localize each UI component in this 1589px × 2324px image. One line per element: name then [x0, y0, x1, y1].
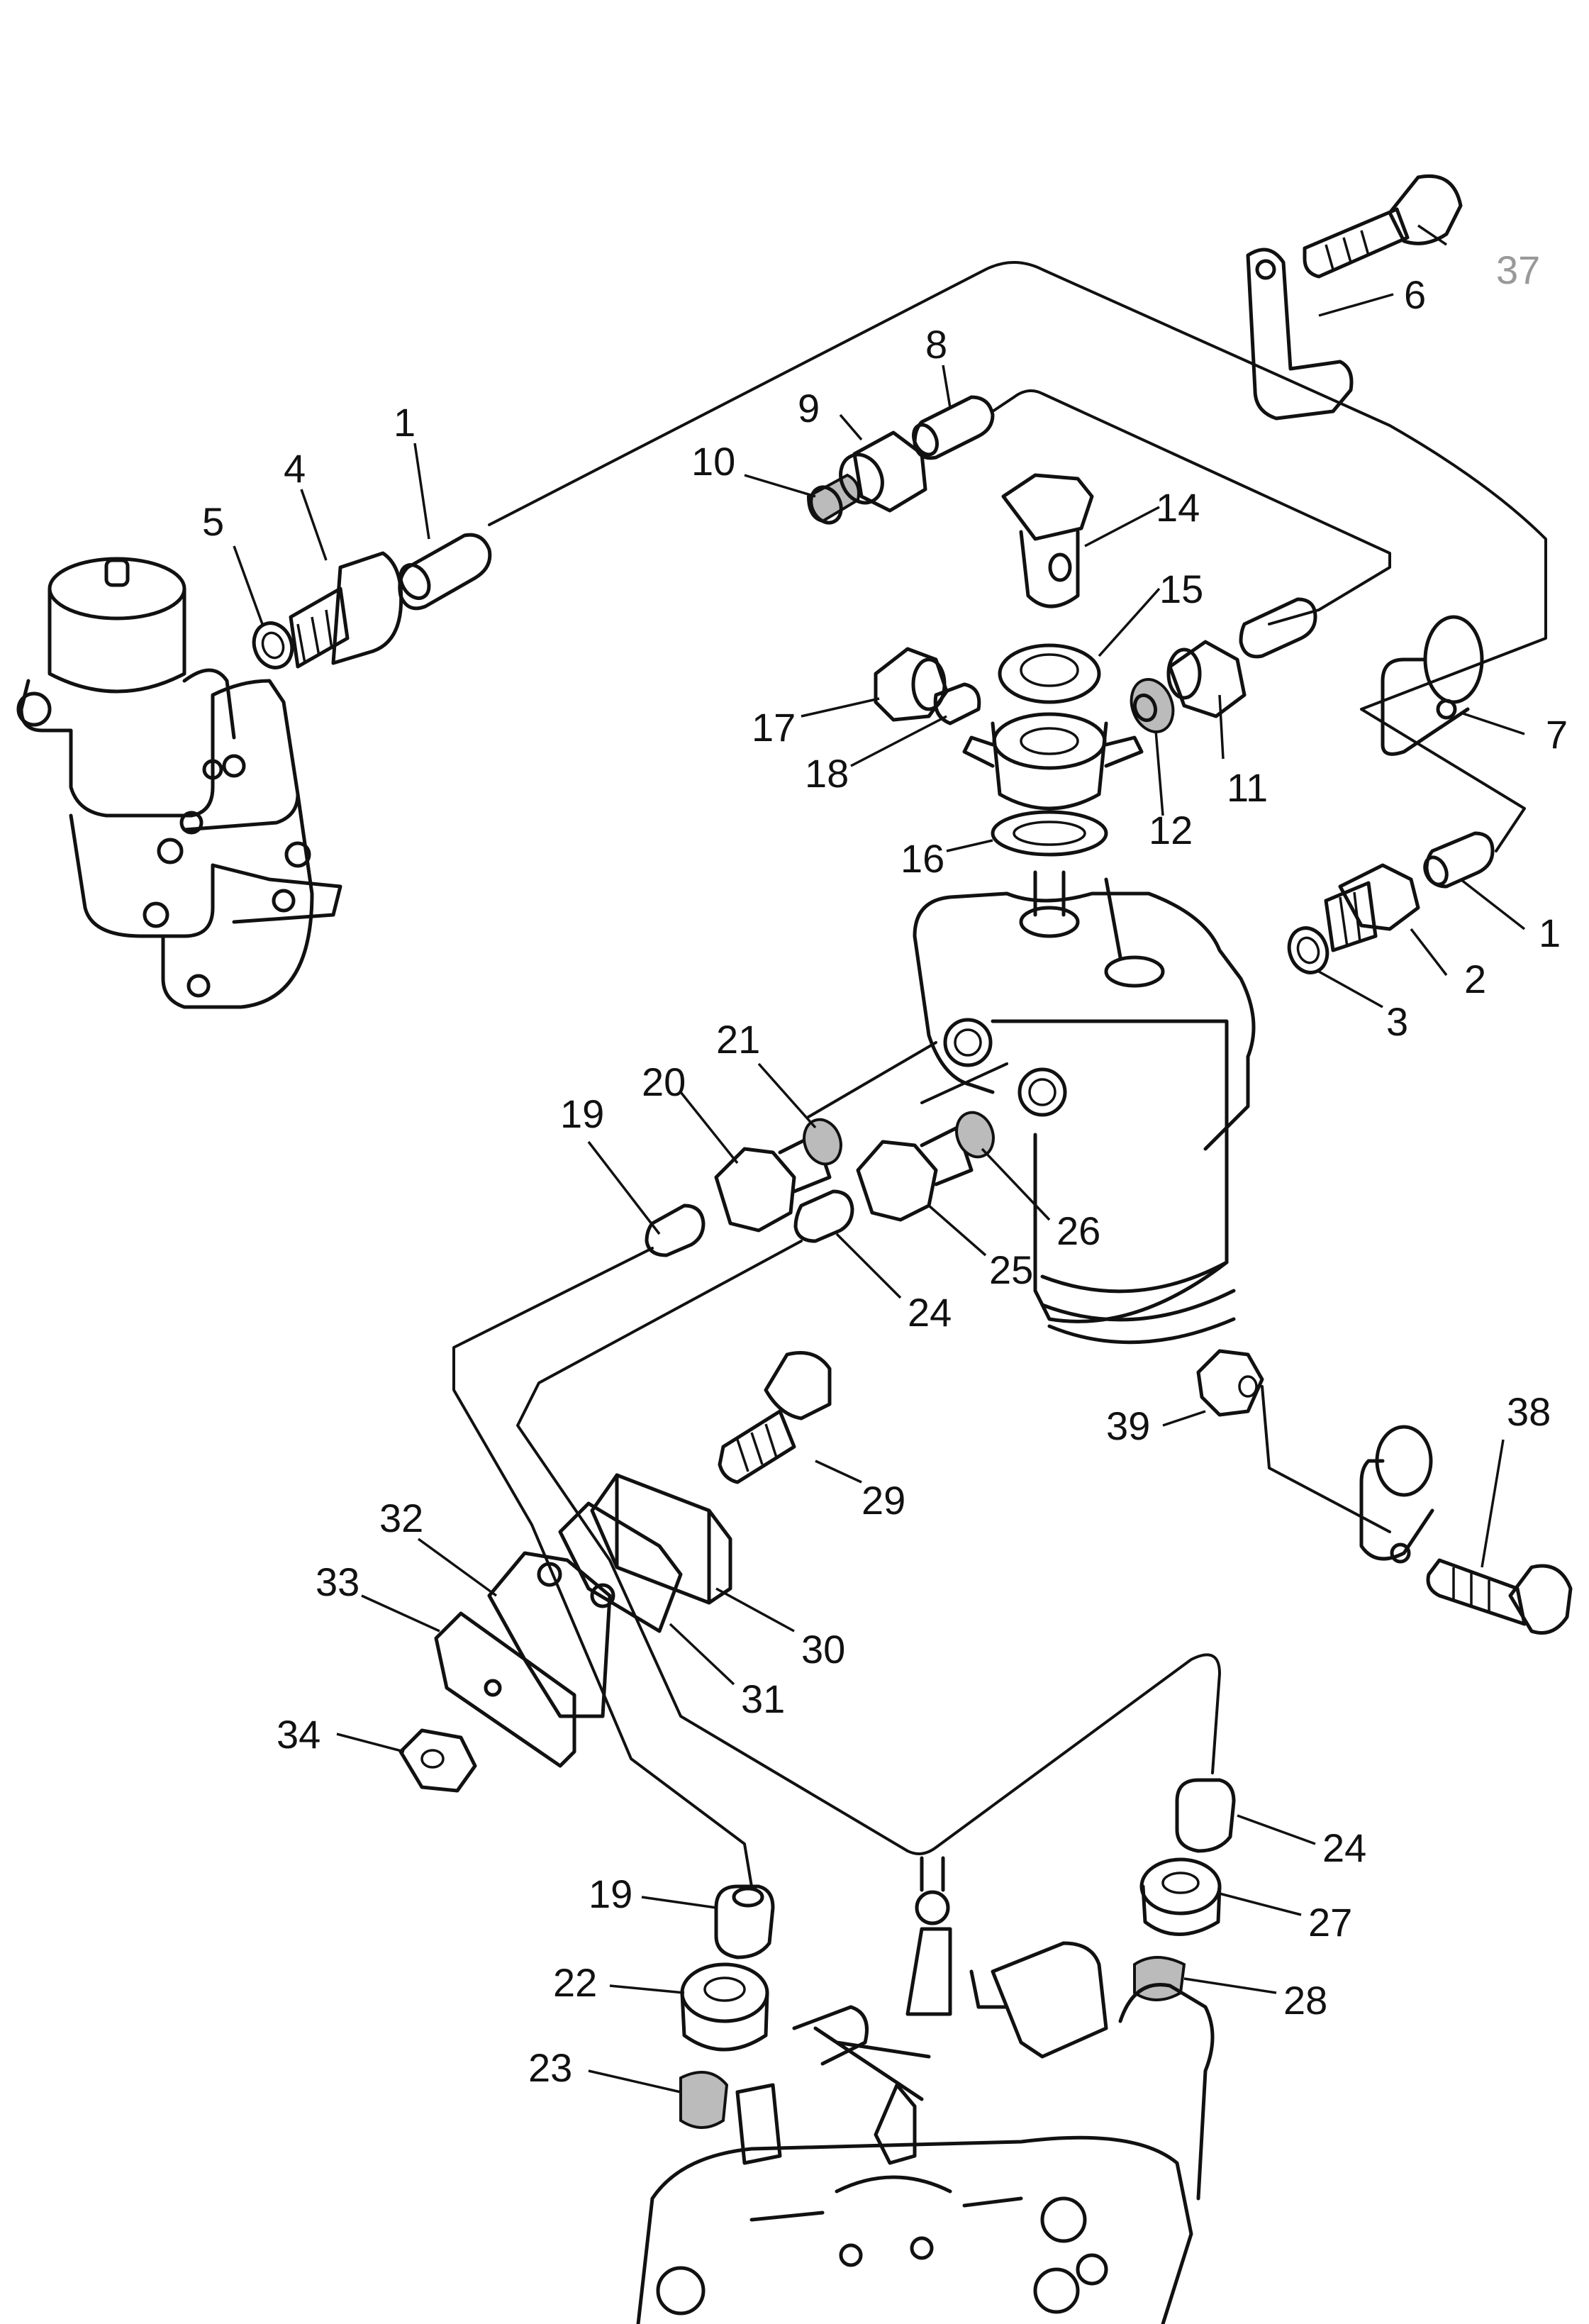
part-16-washer	[991, 810, 1108, 857]
part-34-nut	[398, 1728, 477, 1793]
callout-14: 14	[1156, 485, 1200, 530]
part-7-clip	[1381, 615, 1484, 756]
callout-5: 5	[202, 499, 224, 544]
part-29-bolt	[718, 1351, 832, 1484]
part-8-sleeve	[912, 395, 995, 460]
injection-pump	[636, 1856, 1215, 2324]
callout-1-right: 1	[1539, 911, 1561, 955]
callout-37: 37	[1496, 248, 1540, 292]
callout-30: 30	[801, 1627, 845, 1672]
callout-21: 21	[716, 1017, 760, 1062]
part-31-clamp	[558, 1501, 683, 1633]
part-30-clamp	[590, 1473, 732, 1605]
part-19-sleeve-low	[714, 1884, 775, 1959]
callout-38: 38	[1507, 1389, 1551, 1434]
part-5-washer	[252, 621, 294, 669]
callout-34: 34	[277, 1712, 320, 1757]
part-6-bracket	[1246, 248, 1354, 421]
fuel-filter-body	[913, 870, 1256, 1345]
part-11-nut	[1166, 640, 1247, 718]
callout-1-top: 1	[394, 400, 416, 445]
part-37-bolt	[1303, 174, 1463, 279]
part-23-washer	[679, 2071, 729, 2129]
part-33-plate	[434, 1611, 576, 1768]
part-2-fitting	[1324, 863, 1420, 952]
part-28-washer	[1133, 1956, 1186, 2001]
callout-7: 7	[1546, 712, 1568, 757]
part-24-sleeve-mid	[793, 1189, 854, 1243]
callout-12: 12	[1149, 808, 1193, 852]
clip-pipe-right	[1261, 1385, 1391, 1533]
callout-3: 3	[1386, 999, 1408, 1044]
fuel-pipe-to-pump-right	[516, 1240, 1221, 1855]
callout-20: 20	[642, 1060, 686, 1104]
part-26-washer	[955, 1111, 995, 1159]
part-4-fitting	[289, 551, 403, 669]
part-38-bolt	[1426, 1558, 1573, 1635]
part-32-clamp	[487, 1551, 615, 1718]
callout-22: 22	[553, 1960, 597, 2005]
part-15-washer	[998, 643, 1101, 704]
callout-25: 25	[989, 1247, 1033, 1292]
callout-24-mid: 24	[908, 1290, 952, 1335]
callout-9: 9	[798, 386, 820, 430]
fuel-pipe-filter-outlet	[807, 1041, 1008, 1118]
callout-16: 16	[901, 836, 944, 881]
part-25-bolt	[856, 1125, 974, 1222]
callout-8: 8	[925, 322, 947, 367]
part-22-bolt	[680, 1962, 769, 2052]
callout-11: 11	[1227, 765, 1268, 810]
callout-32: 32	[379, 1496, 423, 1540]
callout-28: 28	[1283, 1978, 1327, 2023]
callout-23: 23	[528, 2045, 572, 2090]
part-9-nut	[839, 430, 927, 513]
callout-17: 17	[752, 705, 796, 750]
callout-39: 39	[1106, 1403, 1150, 1448]
part-21-washer	[803, 1118, 842, 1166]
filter-banjo	[962, 712, 1144, 811]
callout-19-low: 19	[589, 1872, 632, 1916]
callout-4: 4	[284, 446, 306, 491]
fuel-pipe-upper	[488, 261, 1547, 852]
part-12-washer	[1130, 678, 1175, 733]
callout-33: 33	[316, 1559, 359, 1604]
callout-24-low: 24	[1322, 1825, 1366, 1870]
part-19-sleeve-mid	[645, 1203, 706, 1257]
fuel-pipe-return	[991, 389, 1391, 626]
part-13-sleeve	[1239, 597, 1317, 659]
part-18-sleeve	[933, 682, 981, 725]
right-clip	[1359, 1425, 1434, 1564]
callout-2: 2	[1464, 957, 1486, 1001]
callout-29: 29	[862, 1478, 905, 1523]
callout-27: 27	[1308, 1900, 1352, 1945]
part-1-sleeve-right	[1423, 831, 1495, 889]
leader-lines	[233, 224, 1526, 2094]
part-14-banjo-bolt	[1001, 473, 1094, 608]
part-24-sleeve-low	[1175, 1778, 1236, 1853]
callout-31: 31	[741, 1677, 785, 1721]
part-17-nut	[874, 647, 949, 722]
part-10-washer	[806, 473, 860, 525]
part-27-bolt	[1139, 1857, 1222, 1936]
callout-18: 18	[805, 751, 849, 796]
callout-10: 10	[691, 439, 735, 484]
part-39-nut	[1196, 1349, 1264, 1417]
part-1-sleeve-top	[398, 533, 492, 611]
fuel-pipe-to-pump-left	[452, 1247, 753, 1888]
callout-labels: 1 4 5 10 9 8 14 15 6 37 7 17 18 16 11 12…	[202, 248, 1568, 2090]
callout-26: 26	[1056, 1208, 1100, 1253]
part-3-washer	[1287, 926, 1329, 974]
callout-19-mid: 19	[560, 1091, 604, 1136]
feed-pump	[16, 557, 342, 1009]
callout-6: 6	[1404, 272, 1426, 317]
callout-15: 15	[1159, 567, 1203, 611]
